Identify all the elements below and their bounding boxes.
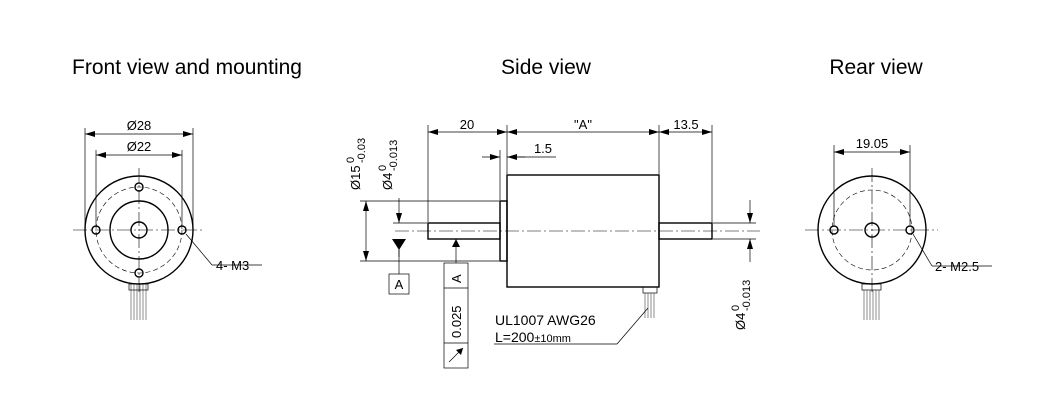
runout-symbol-icon bbox=[448, 347, 464, 363]
rear-shaft-outline bbox=[864, 222, 880, 238]
svg-text:-0.013: -0.013 bbox=[741, 280, 753, 311]
front-hole-circle bbox=[95, 186, 183, 274]
front-mount-hole-bottom bbox=[134, 268, 144, 278]
rear-mount-holes-label: 2- M2.5 bbox=[935, 259, 979, 274]
front-shaft-outline bbox=[130, 221, 148, 239]
side-runout-datum-wrap: A bbox=[449, 274, 464, 283]
svg-text:0: 0 bbox=[345, 157, 357, 163]
front-mount-leader bbox=[185, 233, 213, 266]
side-rear-shaft bbox=[658, 222, 713, 240]
rear-mount-hole-right bbox=[905, 225, 915, 235]
svg-text:0: 0 bbox=[730, 305, 742, 311]
svg-text:Ø15: Ø15 bbox=[348, 165, 363, 190]
side-datum-triangle bbox=[392, 239, 406, 250]
front-mount-hole-top bbox=[134, 182, 144, 192]
svg-text:-0.03: -0.03 bbox=[356, 138, 368, 163]
side-view: 20 "A" 13.5 1.5 Ø15 0 -0.03 Ø4 0 -0.0 bbox=[345, 117, 760, 369]
side-rear-shaft-length-label: 13.5 bbox=[673, 117, 698, 132]
front-view-title: Front view and mounting bbox=[72, 56, 302, 79]
side-runout-value: 0.025 bbox=[449, 305, 464, 338]
svg-text:0: 0 bbox=[377, 165, 389, 171]
side-wire-leader bbox=[616, 307, 649, 345]
side-wires bbox=[642, 286, 658, 318]
side-rear-shaft-dia-label: Ø4 0 -0.013 bbox=[730, 280, 753, 330]
rear-hole-spacing-label: 19.05 bbox=[856, 136, 889, 151]
rear-wires bbox=[861, 283, 882, 320]
side-view-title: Side view bbox=[501, 56, 592, 79]
side-shaft-length-label: 20 bbox=[460, 117, 474, 132]
front-view: Ø28 Ø22 4- M3 bbox=[73, 118, 262, 320]
rear-view-title: Rear view bbox=[829, 56, 923, 79]
side-flange-thickness-label: 1.5 bbox=[534, 141, 552, 156]
side-datum-label: A bbox=[395, 277, 404, 292]
rear-view: 19.05 2- M2.5 bbox=[805, 136, 992, 320]
side-runout-arrow bbox=[452, 239, 460, 247]
svg-text:-0.013: -0.013 bbox=[388, 140, 400, 171]
rear-mount-hole-left bbox=[829, 225, 839, 235]
front-flange-outline bbox=[109, 200, 169, 260]
side-wire-spec-label: UL1007 AWG26 bbox=[495, 312, 596, 328]
side-shaft-dia-label: Ø4 0 -0.013 bbox=[377, 140, 400, 190]
side-runout-datum: A bbox=[449, 274, 464, 283]
front-hole-circle-dia-label: Ø22 bbox=[127, 139, 152, 154]
svg-text:Ø4: Ø4 bbox=[733, 313, 748, 330]
side-runout-value-wrap: 0.025 bbox=[449, 305, 464, 338]
front-mount-hole-right bbox=[177, 225, 187, 235]
rear-mount-leader bbox=[912, 233, 933, 267]
front-wires bbox=[128, 283, 149, 320]
side-lead-length-label: L=200±10mm bbox=[495, 329, 571, 345]
side-datum-box bbox=[388, 273, 410, 295]
svg-text:Ø4: Ø4 bbox=[380, 173, 395, 190]
front-mount-hole-left bbox=[91, 225, 101, 235]
side-flange-dia-label: Ø15 0 -0.03 bbox=[345, 138, 368, 190]
front-mount-holes-label: 4- M3 bbox=[216, 258, 249, 273]
front-outer-dia-label: Ø28 bbox=[127, 118, 152, 133]
side-body-length-label: "A" bbox=[574, 117, 592, 132]
side-runout-frame bbox=[443, 262, 469, 369]
rear-hole-circle bbox=[831, 189, 913, 271]
